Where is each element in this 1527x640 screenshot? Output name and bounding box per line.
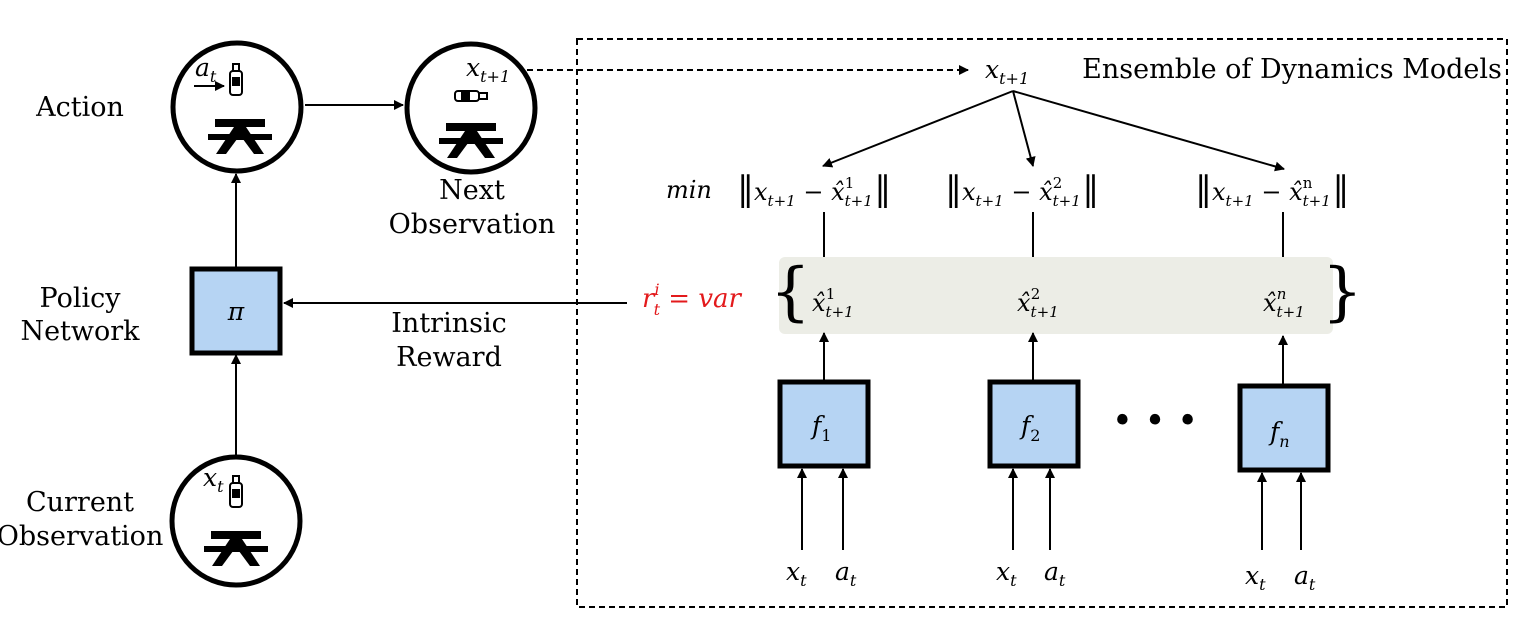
next-observation-node: xt+1	[404, 41, 538, 175]
top-target-label: xt+1	[985, 55, 1029, 88]
fan-arrow-1	[822, 90, 1014, 168]
brace-left: {	[770, 255, 811, 329]
min-label: min	[666, 176, 712, 204]
input-a-1: at	[835, 557, 857, 590]
current-observation-label-1: Current	[26, 487, 134, 518]
current-observation-label-2: Observation	[0, 521, 163, 552]
input-a-n: at	[1294, 561, 1316, 594]
model-box-2: f2	[987, 379, 1081, 469]
ensemble-title: Ensemble of Dynamics Models	[1082, 54, 1502, 85]
input-x-2: xt	[996, 557, 1017, 590]
prediction-2: x̂t+12	[1017, 285, 1059, 321]
norm-expr-n: ‖xt+1 − x̂t+1n‖	[1195, 169, 1349, 210]
model-box-1: f1	[777, 379, 871, 469]
input-x-1: xt	[786, 557, 807, 590]
current-state-label: xt	[203, 463, 224, 496]
input-a-2: at	[1044, 557, 1066, 590]
next-observation-label-2: Observation	[389, 209, 556, 240]
model-label-n: fn	[1268, 417, 1290, 451]
input-x-n: xt	[1245, 561, 1266, 594]
brace-right: }	[1322, 255, 1363, 329]
fan-arrow-2	[1012, 90, 1036, 167]
bottle-lying-icon	[454, 90, 488, 102]
models-ellipsis: • • •	[1112, 401, 1199, 442]
prediction-n: x̂t+1n	[1263, 285, 1305, 321]
policy-label-1: Policy	[40, 283, 122, 314]
model-label-1: f1	[810, 411, 831, 445]
next-observation-label-1: Next	[439, 175, 505, 206]
norm-expr-1: ‖xt+1 − x̂t+11‖	[737, 169, 891, 210]
current-observation-node: xt	[169, 454, 303, 588]
ensemble-border	[576, 38, 1508, 608]
action-label: Action	[35, 92, 124, 123]
model-label-2: f2	[1019, 411, 1040, 445]
next-state-label: xt+1	[466, 53, 510, 86]
prediction-1: x̂t+11	[812, 285, 854, 321]
intrinsic-label-1: Intrinsic	[391, 308, 506, 339]
intrinsic-label-2: Reward	[396, 342, 502, 373]
policy-box	[189, 266, 283, 356]
fan-arrow-3	[1012, 90, 1285, 172]
norm-expr-2: ‖xt+1 − x̂t+12‖	[945, 169, 1099, 210]
policy-symbol: π	[227, 297, 245, 326]
prediction-band	[779, 257, 1333, 334]
action-node: at	[170, 40, 304, 174]
policy-label-2: Network	[20, 316, 140, 347]
action-state-label: at	[195, 53, 217, 86]
model-box-n: fn	[1237, 383, 1331, 473]
